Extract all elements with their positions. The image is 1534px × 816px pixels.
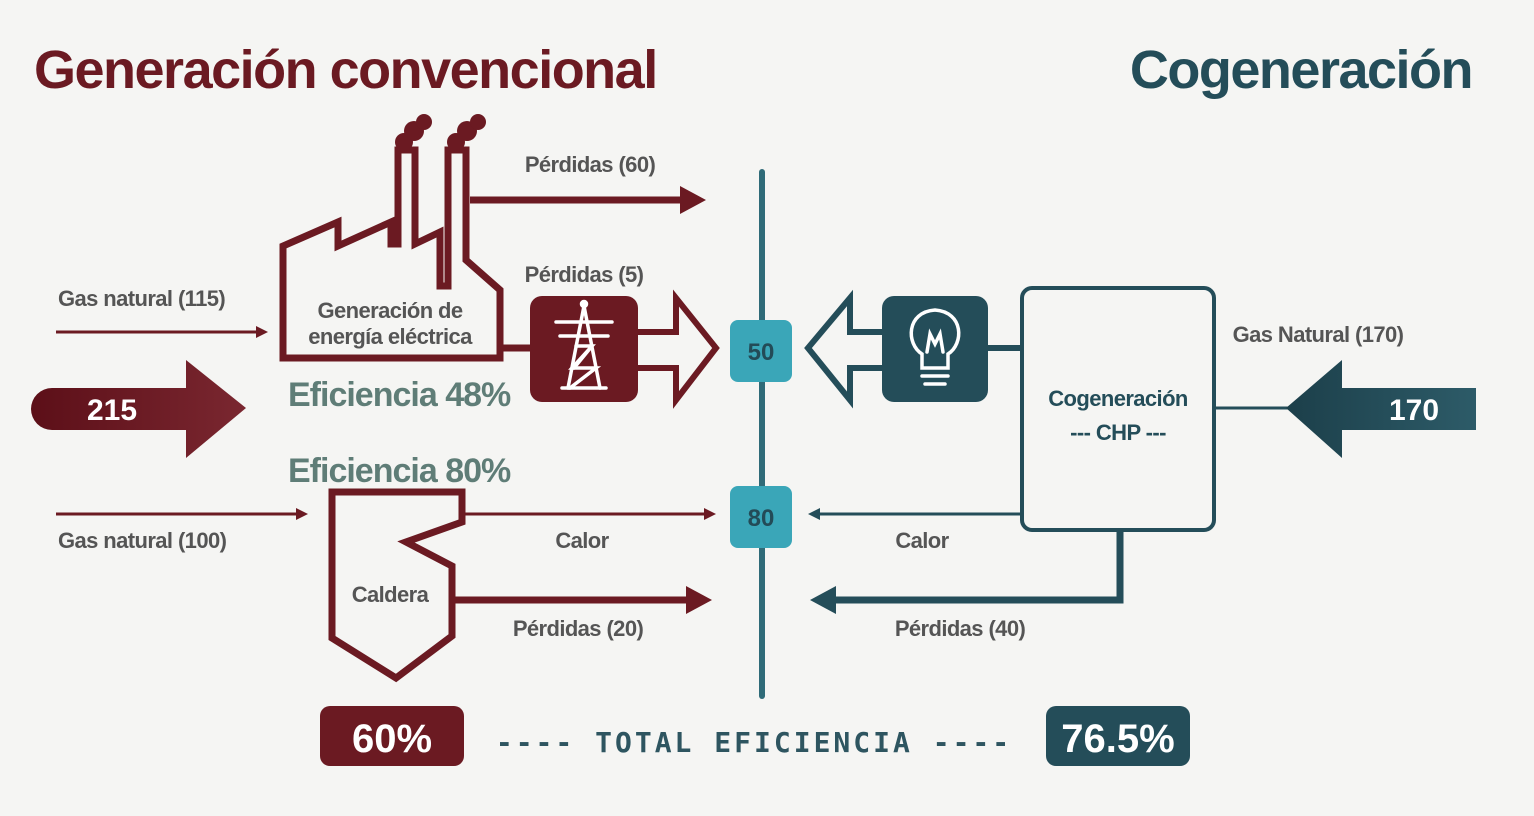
node-heat-value: 80 bbox=[748, 505, 775, 532]
total-conventional-value: 60% bbox=[352, 717, 432, 761]
factory-icon bbox=[279, 146, 504, 362]
transmission-losses-label: Pérdidas (5) bbox=[525, 262, 644, 287]
heat-label-conventional: Calor bbox=[555, 528, 609, 553]
stack-losses-arrowhead bbox=[680, 186, 706, 214]
gas-natural-boiler-label: Gas natural (100) bbox=[58, 528, 227, 553]
smoke-icon bbox=[395, 114, 486, 151]
node-electricity bbox=[730, 320, 792, 382]
boiler-losses-arrowhead bbox=[686, 586, 712, 614]
heat-arrowhead-cogeneration bbox=[808, 508, 820, 520]
chp-label-line1: Cogeneración bbox=[1048, 386, 1188, 411]
efficiency-plant-label: Eficiencia 48% bbox=[288, 376, 511, 414]
cogeneration-losses-label: Pérdidas (40) bbox=[895, 616, 1026, 641]
cogeneration-losses-line bbox=[830, 530, 1124, 604]
title-cogeneration: Cogeneración bbox=[1130, 40, 1472, 100]
chp-label-line2: --- CHP --- bbox=[1070, 420, 1166, 445]
efficiency-boiler-label: Eficiencia 80% bbox=[288, 452, 511, 490]
conventional-input-value: 215 bbox=[87, 394, 137, 427]
gas-boiler-arrowhead bbox=[296, 508, 308, 520]
bulb-box bbox=[882, 296, 988, 402]
boiler-losses-label: Pérdidas (20) bbox=[513, 616, 644, 641]
node-heat bbox=[730, 486, 792, 548]
node-electricity-value: 50 bbox=[748, 339, 775, 366]
cogeneration-input-arrow bbox=[1286, 360, 1476, 458]
plant-label-line2: energía eléctrica bbox=[308, 324, 473, 349]
cogeneration-input-value: 170 bbox=[1389, 394, 1439, 427]
gas-power-arrowhead bbox=[256, 326, 268, 338]
boiler-icon bbox=[328, 488, 466, 683]
total-cogeneration-badge bbox=[1046, 706, 1190, 766]
gas-natural-power-label: Gas natural (115) bbox=[58, 286, 225, 311]
power-pylon-icon bbox=[554, 299, 614, 390]
boiler-label: Caldera bbox=[352, 582, 430, 607]
conventional-input-arrow bbox=[31, 360, 246, 458]
cogeneration-losses-arrowhead bbox=[810, 586, 836, 614]
electricity-arrow-cogeneration bbox=[804, 289, 882, 409]
gas-natural-cogen-label: Gas Natural (170) bbox=[1233, 322, 1404, 347]
heat-arrowhead-conventional bbox=[704, 508, 716, 520]
plant-label-line1: Generación de bbox=[317, 298, 462, 323]
stack-losses-label: Pérdidas (60) bbox=[525, 152, 656, 177]
title-conventional: Generación convencional bbox=[34, 40, 657, 100]
total-conventional-badge bbox=[320, 706, 464, 766]
total-efficiency-label: ---- TOTAL EFICIENCIA ---- bbox=[496, 726, 1012, 759]
lightbulb-icon bbox=[909, 308, 961, 386]
heat-label-cogeneration: Calor bbox=[895, 528, 949, 553]
electricity-arrow-conventional bbox=[638, 289, 720, 409]
total-cogeneration-value: 76.5% bbox=[1061, 717, 1174, 761]
